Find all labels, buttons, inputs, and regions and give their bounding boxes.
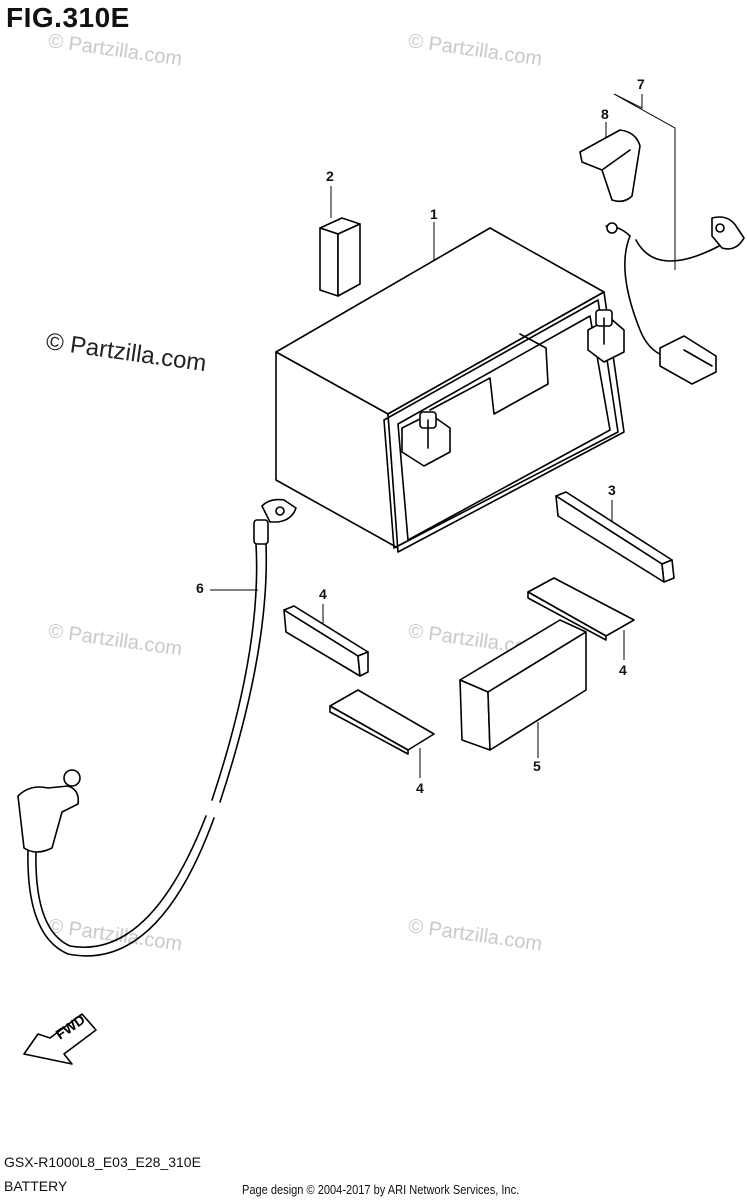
section-name: BATTERY — [4, 1178, 68, 1194]
part-4-pad-right — [527, 577, 635, 641]
leader-line-7 — [613, 93, 676, 270]
model-code: GSX-R1000L8_E03_E28_310E — [4, 1154, 201, 1170]
battery-terminal-negative — [401, 411, 451, 467]
callout-8[interactable]: 8 — [601, 106, 609, 122]
figure-title: FIG.310E — [6, 2, 130, 33]
part-1-battery — [275, 227, 625, 553]
fwd-direction-arrow[interactable]: FWD — [23, 1011, 97, 1065]
part-8-terminal-cover — [579, 129, 641, 203]
callout-1[interactable]: 1 — [430, 206, 438, 222]
part-4-pad-lower-left — [329, 689, 435, 755]
callout-2[interactable]: 2 — [326, 168, 334, 184]
battery-terminal-positive — [587, 309, 625, 363]
copyright-notice: Page design © 2004-2017 by ARI Network S… — [242, 1182, 520, 1197]
callout-4-lower-left[interactable]: 4 — [416, 780, 424, 796]
callout-7[interactable]: 7 — [637, 76, 645, 92]
callout-5[interactable]: 5 — [533, 758, 541, 774]
part-5-block — [459, 619, 587, 751]
callout-4-right[interactable]: 4 — [619, 662, 627, 678]
part-4-pad-upper-left — [283, 605, 369, 677]
callout-3[interactable]: 3 — [608, 482, 616, 498]
callout-6[interactable]: 6 — [196, 580, 204, 596]
part-2-block — [319, 217, 361, 297]
callout-4-upper-left[interactable]: 4 — [319, 586, 327, 602]
leader-lines — [210, 93, 676, 778]
part-6-negative-lead — [17, 498, 297, 957]
part-3-pad — [555, 491, 675, 583]
part-7-positive-lead — [605, 216, 745, 385]
